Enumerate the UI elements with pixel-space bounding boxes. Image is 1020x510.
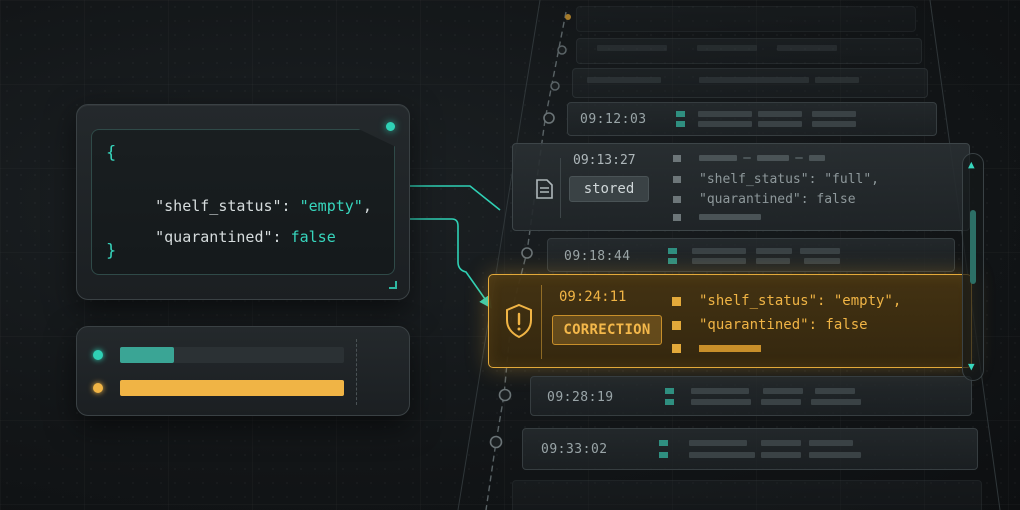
scrollbar-thumb[interactable]	[970, 210, 976, 284]
correction-time: 09:24:11	[559, 289, 627, 305]
legend-divider	[356, 339, 357, 405]
correction-line-2: "quarantined": false	[699, 317, 868, 333]
resize-corner-icon[interactable]	[389, 281, 397, 289]
timeline-row-time: 09:12:03	[580, 112, 647, 127]
stored-line-1: "shelf_status": "full",	[699, 172, 880, 187]
timeline-row[interactable]: 09:28:19	[530, 376, 972, 416]
status-dot-icon	[386, 122, 395, 131]
scroll-down-icon[interactable]: ▼	[968, 360, 975, 373]
json-key-quarantined: "quarantined":	[155, 228, 291, 246]
legend-dot-amber	[93, 383, 103, 393]
json-close-brace: }	[106, 241, 117, 261]
correction-placeholder-bar	[699, 345, 761, 352]
timeline-row-faded	[572, 68, 928, 98]
json-val-quarantined: false	[290, 228, 336, 246]
timeline-row-time: 09:33:02	[541, 442, 608, 457]
timeline-row-time: 09:18:44	[564, 249, 631, 264]
timeline-row-time: 09:28:19	[547, 390, 614, 405]
timeline-row-faded	[512, 480, 982, 510]
json-diff-panel: { "shelf_status": "empty", "quarantined"…	[76, 104, 410, 300]
json-comma: ,	[362, 197, 372, 215]
json-line-shelf-status[interactable]: "shelf_status": "empty",	[119, 179, 372, 233]
document-icon-container	[527, 158, 561, 218]
legend-bar-teal	[120, 347, 344, 363]
json-val-shelf-status: "empty"	[299, 197, 363, 215]
timeline-row-correction[interactable]: 09:24:11 CORRECTION "shelf_status": "emp…	[488, 274, 972, 368]
scroll-up-icon[interactable]: ▲	[968, 158, 975, 171]
legend-bar-teal-fill	[120, 347, 174, 363]
correction-badge[interactable]: CORRECTION	[552, 315, 662, 345]
json-key-shelf-status: "shelf_status":	[155, 197, 300, 215]
json-line-quarantined[interactable]: "quarantined": false	[119, 210, 336, 264]
shield-alert-icon	[506, 303, 532, 339]
timeline-scrollbar[interactable]: ▲ ▼	[962, 153, 984, 381]
timeline-row-faded	[576, 38, 922, 64]
stored-badge[interactable]: stored	[569, 176, 649, 202]
legend-bar-amber	[120, 380, 344, 396]
timeline-row[interactable]: 09:12:03	[567, 102, 937, 136]
timeline-row-faded	[576, 6, 916, 32]
correction-line-1: "shelf_status": "empty",	[699, 293, 902, 309]
timeline-row-stored[interactable]: 09:13:27 stored "shelf_status": "full", …	[512, 143, 970, 231]
json-open-brace: {	[106, 143, 117, 163]
json-code-frame	[91, 129, 395, 275]
stored-line-2: "quarantined": false	[699, 192, 856, 207]
legend-dot-teal	[93, 350, 103, 360]
stored-time: 09:13:27	[573, 153, 636, 168]
legend-bar-amber-fill	[120, 380, 344, 396]
timeline-row[interactable]: 09:18:44	[547, 238, 955, 272]
timeline-row[interactable]: 09:33:02	[522, 428, 978, 470]
legend-panel	[76, 326, 410, 416]
document-icon	[536, 179, 553, 199]
